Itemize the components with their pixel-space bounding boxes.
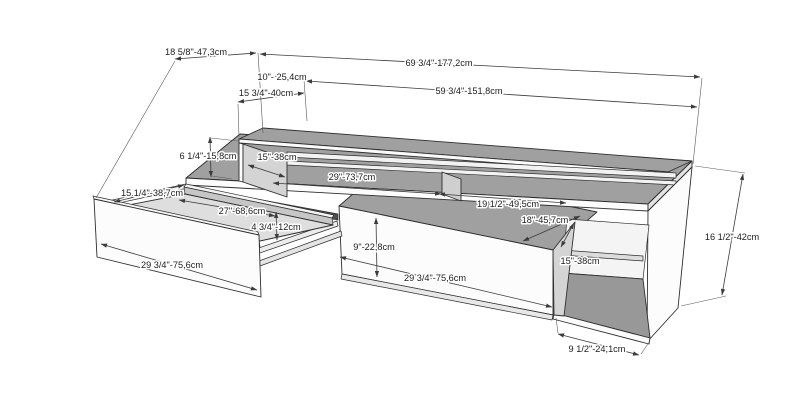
dimension-label-drawer-interior-width: 27"-68,6cm — [219, 206, 266, 216]
extension-line — [237, 103, 240, 138]
dimension-label-riser-width: 59 3/4"-151,8cm — [435, 86, 502, 96]
dimension-label-body-height: 16 1/2"-42cm — [705, 232, 760, 242]
right-side-panel — [646, 166, 693, 343]
extension-line — [211, 175, 233, 180]
dim-line-riser-width — [305, 79, 698, 109]
dimension-label-riser-shelf-depth: 15"-38cm — [257, 152, 296, 162]
dimension-label-cabinet-front-height: 9"-22,8cm — [353, 242, 395, 252]
dimension-label-right-opening-width: 19 1/2"-49,5cm — [477, 199, 539, 209]
dim-line-overall-width — [259, 52, 701, 79]
dim-line-drawer-side-depth — [113, 184, 185, 203]
dim-line-top-left-offset — [261, 73, 305, 81]
riser-back-rail-upper — [286, 151, 677, 179]
dimension-label-drawer-extension: 18 5/8"-47,3cm — [165, 47, 227, 57]
dimension-label-compartment-floor-depth: 9 1/2"-24,1cm — [569, 344, 626, 354]
dimension-label-riser-height: 6 1/4"-15,8cm — [180, 151, 237, 161]
dim-line-riser-left-section — [237, 91, 305, 104]
extension-line — [680, 295, 727, 307]
extension-line — [694, 165, 746, 174]
dimension-label-drawer-interior-height: 4 3/4"-12cm — [251, 222, 301, 232]
dimension-label-top-left-offset: 10"- 25,4cm — [257, 72, 307, 82]
dimension-label-compartment-side-depth: 15"-38cm — [560, 256, 599, 266]
dimension-label-riser-opening-width: 29"-73,7cm — [329, 172, 376, 182]
extension-line — [210, 137, 239, 142]
dimension-label-drawer-front-width: 29 3/4"-75,6cm — [141, 260, 203, 270]
dim-line-compartment-floor-depth — [557, 333, 640, 356]
extension-line — [555, 317, 559, 334]
dim-line-riser-height — [207, 136, 214, 178]
dim-line-riser-shelf-depth — [247, 164, 286, 178]
dim-line-drawer-extension — [174, 51, 257, 61]
dimension-label-top-depth: 18"-45,7cm — [522, 215, 569, 225]
dim-line-compartment-side-depth — [560, 222, 575, 248]
extension-line — [640, 340, 651, 355]
dim-line-drawer-interior-height — [274, 211, 279, 241]
extension-line — [692, 77, 703, 165]
dimension-label-drawer-side-depth: 15 1/4"-38,7cm — [121, 188, 183, 198]
riser-left-panel-edge — [238, 142, 244, 183]
extension-line — [95, 60, 176, 199]
dim-line-cabinet-front-width — [339, 256, 553, 308]
dimension-label-cabinet-front-width: 29 3/4"-75,6cm — [404, 273, 466, 283]
dimension-annotations: 18 5/8"-47,3cm 69 3/4"-177,2cm 10"- 25,4… — [95, 46, 761, 356]
dimension-label-overall-width: 69 3/4"-177,2cm — [405, 58, 472, 68]
dim-line-riser-opening-width — [272, 181, 442, 196]
extension-line — [303, 79, 308, 122]
dim-line-top-depth — [522, 215, 581, 242]
compartment-back-wall — [561, 218, 650, 280]
dim-line-drawer-interior-width — [178, 198, 276, 218]
dim-line-right-opening-width — [438, 192, 567, 205]
dim-line-drawer-front-width — [100, 243, 258, 291]
dimension-label-riser-left-section: 15 3/4"-40cm — [239, 88, 294, 98]
dim-line-body-height — [720, 173, 745, 296]
